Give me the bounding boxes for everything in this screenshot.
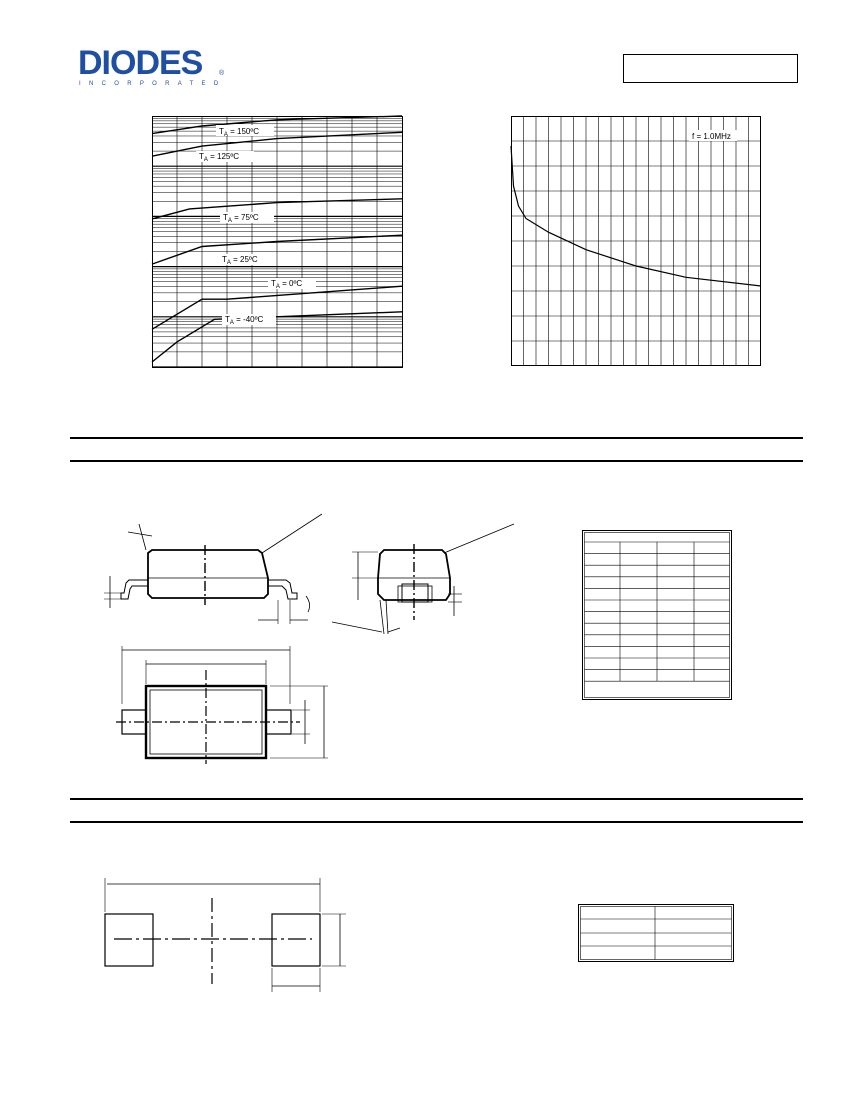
diodes-logo: DIODES INCORPORATED ® [78, 46, 228, 90]
series-line-0 [151, 115, 403, 135]
section-rule-2-bottom [70, 821, 803, 823]
leakage-chart-frame [152, 116, 403, 368]
label-t125: TA = 125ºC [199, 152, 239, 163]
package-top-view [116, 646, 328, 764]
series-line-1 [151, 131, 403, 157]
label-frequency: f = 1.0MHz [692, 132, 731, 141]
capacitance-chart-frame [511, 116, 761, 366]
package-side-view [104, 513, 323, 624]
logo-registered-mark: ® [219, 70, 225, 77]
capacitance-chart: f = 1.0MHz [510, 116, 762, 366]
pad-dimension-table [578, 904, 734, 962]
series-line-4 [151, 285, 403, 330]
leakage-chart: TA = 150ºC TA = 125ºC TA = 75ºC TA = 25º… [151, 115, 403, 368]
leakage-chart-labels: TA = 150ºC TA = 125ºC TA = 75ºC TA = 25º… [196, 125, 316, 326]
leakage-chart-grid [152, 116, 402, 368]
section-rule-2-top [70, 798, 803, 800]
logo-brand: DIODES [78, 44, 203, 82]
label-t25: TA = 25ºC [222, 255, 258, 266]
series-line-5 [151, 311, 403, 363]
logo-subtitle: INCORPORATED [79, 81, 227, 87]
dimension-table [582, 530, 732, 700]
part-number-box [623, 54, 798, 83]
package-end-view [331, 523, 515, 635]
label-tm40: TA = -40ºC [225, 315, 264, 326]
section-rule-1-bottom [70, 460, 803, 462]
label-t150: TA = 150ºC [219, 127, 259, 138]
leakage-chart-series [151, 115, 403, 363]
section-rule-1-top [70, 437, 803, 439]
series-line-3 [151, 234, 403, 265]
capacitance-chart-series [510, 145, 762, 287]
label-t0: TA = 0ºC [271, 279, 302, 290]
pad-layout-drawing [104, 878, 346, 992]
series-line-2 [151, 198, 403, 220]
capacitance-chart-grid [511, 116, 761, 366]
capacitance-curve [510, 145, 762, 287]
label-t75: TA = 75ºC [223, 213, 259, 224]
